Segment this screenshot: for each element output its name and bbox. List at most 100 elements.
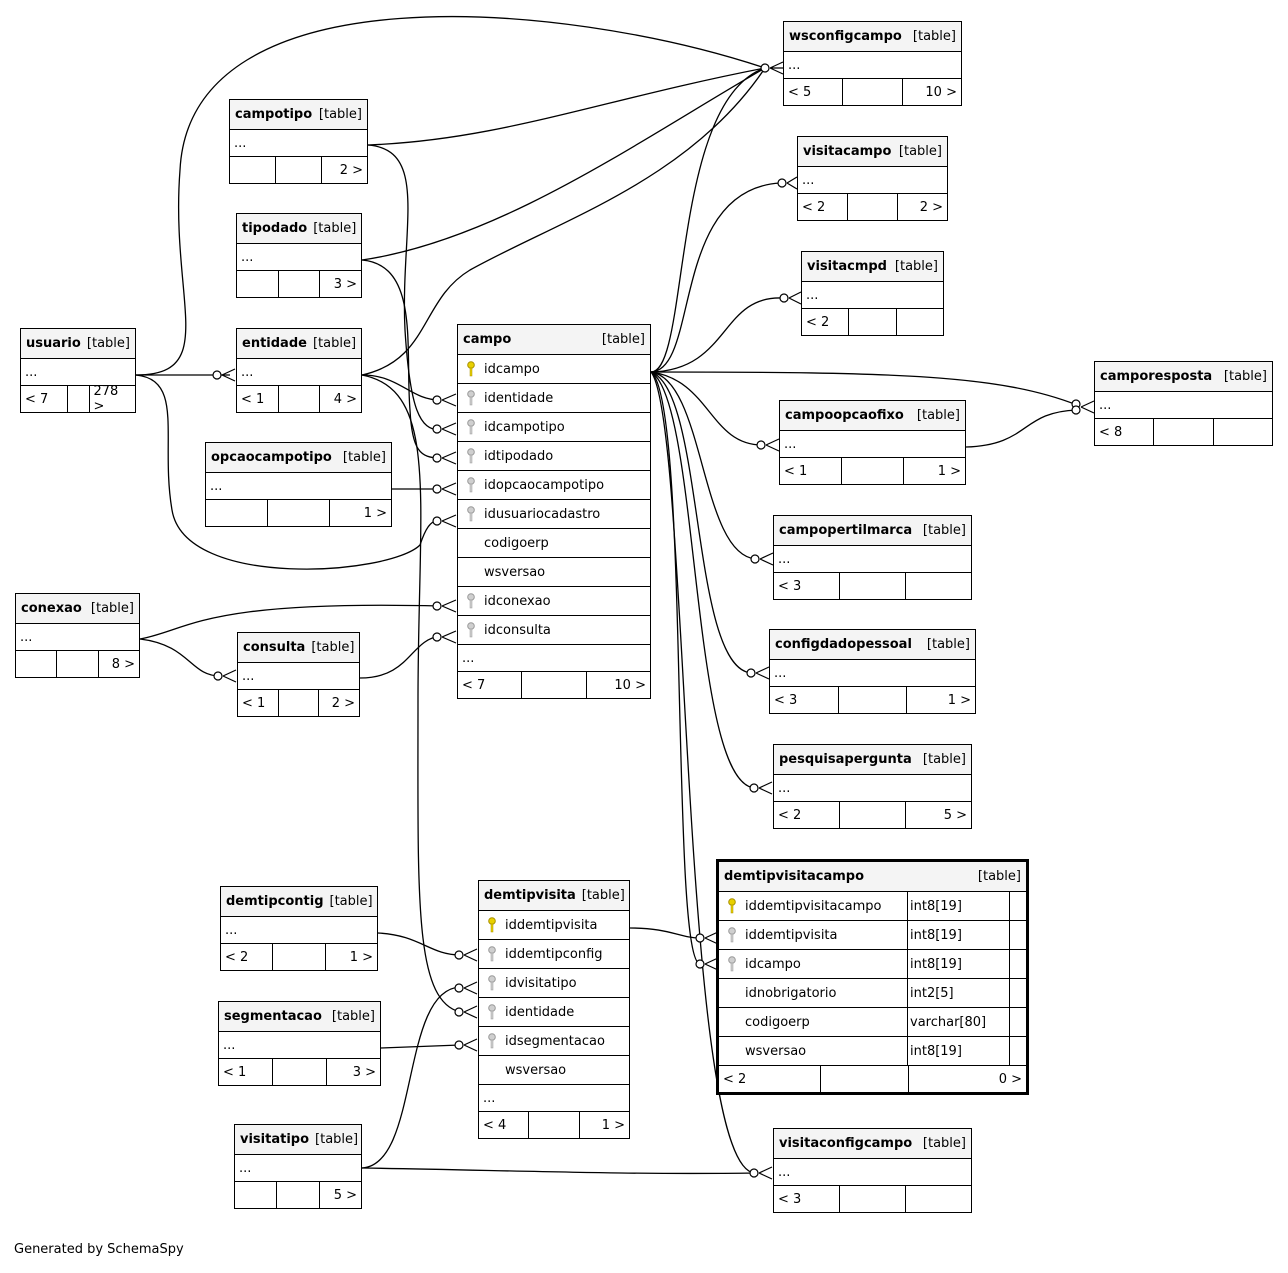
table-opcaocampotipo[interactable]: opcaocampotipo[table] ... 1 > <box>205 442 392 527</box>
table-name: visitacampo <box>803 144 892 159</box>
rows-count <box>843 79 903 105</box>
table-kind: [table] <box>601 332 645 347</box>
edge-campo-configdadopessoal <box>650 371 753 674</box>
table-campo[interactable]: campo[table] idcampo identidade idcampot… <box>457 324 651 699</box>
foreign-key-icon <box>723 956 741 972</box>
table-demtipvisitacampo[interactable]: demtipvisitacampo[table] iddemtipvisitac… <box>716 859 1029 1095</box>
columns-ellipsis: ... <box>206 473 391 500</box>
columns-ellipsis: ... <box>230 130 367 157</box>
columns-ellipsis: ... <box>219 1032 380 1059</box>
rows-count <box>68 386 90 412</box>
column-row: idvisitatipo <box>479 969 629 998</box>
column-name: idsegmentacao <box>505 1033 605 1049</box>
table-kind: [table] <box>331 1009 375 1024</box>
table-header: campopertilmarca[table] <box>774 516 971 546</box>
table-conexao[interactable]: conexao[table] ... 8 > <box>15 593 140 678</box>
foreign-key-icon <box>483 1033 501 1049</box>
rows-count <box>840 1186 906 1212</box>
table-kind: [table] <box>977 869 1021 884</box>
parents-count <box>16 651 58 677</box>
table-name: visitaconfigcampo <box>779 1136 913 1151</box>
column-name: identidade <box>505 1004 575 1020</box>
column-name: identidade <box>484 390 554 406</box>
table-footer: 8 > <box>16 651 139 677</box>
table-camporesposta[interactable]: camporesposta[table] ... < 8 <box>1094 361 1273 446</box>
table-kind: [table] <box>315 1132 359 1147</box>
children-count: 278 > <box>93 384 119 414</box>
edge-conexao-consulta <box>139 638 221 677</box>
table-footer: < 3 <box>774 1186 971 1212</box>
table-kind: [table] <box>922 1136 966 1151</box>
foreign-key-icon <box>462 506 480 522</box>
column-row: codigoerp <box>458 529 650 558</box>
table-tipodado[interactable]: tipodado[table] ... 3 > <box>236 213 362 298</box>
edge-demtipcontig-demtipvisita <box>377 932 461 956</box>
table-campopertilmarca[interactable]: campopertilmarca[table] ... < 3 <box>773 515 972 600</box>
table-name: entidade <box>242 336 307 351</box>
column-row: wsversao <box>458 558 650 587</box>
table-header: wsconfigcampo[table] <box>784 22 961 52</box>
table-visitatipo[interactable]: visitatipo[table] ... 5 > <box>234 1124 362 1209</box>
rows-count <box>848 194 898 220</box>
edge-usuario-wsconfigcampo <box>135 16 766 376</box>
table-name: conexao <box>21 601 82 616</box>
children-count: 2 > <box>919 199 943 215</box>
rows-count <box>522 672 587 698</box>
table-kind: [table] <box>329 894 373 909</box>
table-name: consulta <box>243 640 306 655</box>
table-footer: < 8 <box>1095 419 1272 445</box>
table-kind: [table] <box>916 408 960 423</box>
column-row: idopcaocampotipo <box>458 471 650 500</box>
columns-ellipsis: ... <box>235 1155 361 1182</box>
children-count: 2 > <box>331 695 356 711</box>
children-count: 10 > <box>614 677 646 693</box>
table-visitacmpd[interactable]: visitacmpd[table] ... < 2 <box>801 251 944 336</box>
table-name: configdadopessoal <box>775 637 912 652</box>
parents-count: < 7 <box>458 672 523 698</box>
table-kind: [table] <box>898 144 942 159</box>
parents-count: < 4 <box>479 1112 530 1138</box>
column-row: idconexao <box>458 587 650 616</box>
edge-entidade-campo <box>361 374 441 401</box>
table-kind: [table] <box>90 601 134 616</box>
table-demtipvisita[interactable]: demtipvisita[table] iddemtipvisita iddem… <box>478 880 630 1139</box>
columns-ellipsis: ... <box>458 645 650 672</box>
table-name: campoopcaofixo <box>785 408 904 423</box>
table-campotipo[interactable]: campotipo[table] ... 2 > <box>229 99 368 184</box>
children-count: 1 > <box>937 463 961 479</box>
edge-campo-demtipvisitacampo <box>650 371 701 965</box>
edge-campoopcaofixo-camporesposta <box>965 409 1078 448</box>
parents-count <box>230 157 276 183</box>
foreign-key-icon <box>462 419 480 435</box>
table-name: campopertilmarca <box>779 523 913 538</box>
column-type: int2[5] <box>908 979 1010 1007</box>
column-row: identidade <box>458 384 650 413</box>
table-kind: [table] <box>894 259 938 274</box>
table-kind: [table] <box>313 221 357 236</box>
table-name: usuario <box>26 336 81 351</box>
columns-ellipsis: ... <box>770 660 975 687</box>
table-visitaconfigcampo[interactable]: visitaconfigcampo[table] ... < 3 <box>773 1128 972 1213</box>
column-name: iddemtipvisita <box>745 927 838 943</box>
edge-campo-campopertilmarca <box>650 371 757 560</box>
column-name: idvisitatipo <box>505 975 577 991</box>
generated-by-credit: Generated by SchemaSpy <box>14 1242 184 1257</box>
rows-count <box>279 271 321 297</box>
children-count <box>906 1186 971 1212</box>
